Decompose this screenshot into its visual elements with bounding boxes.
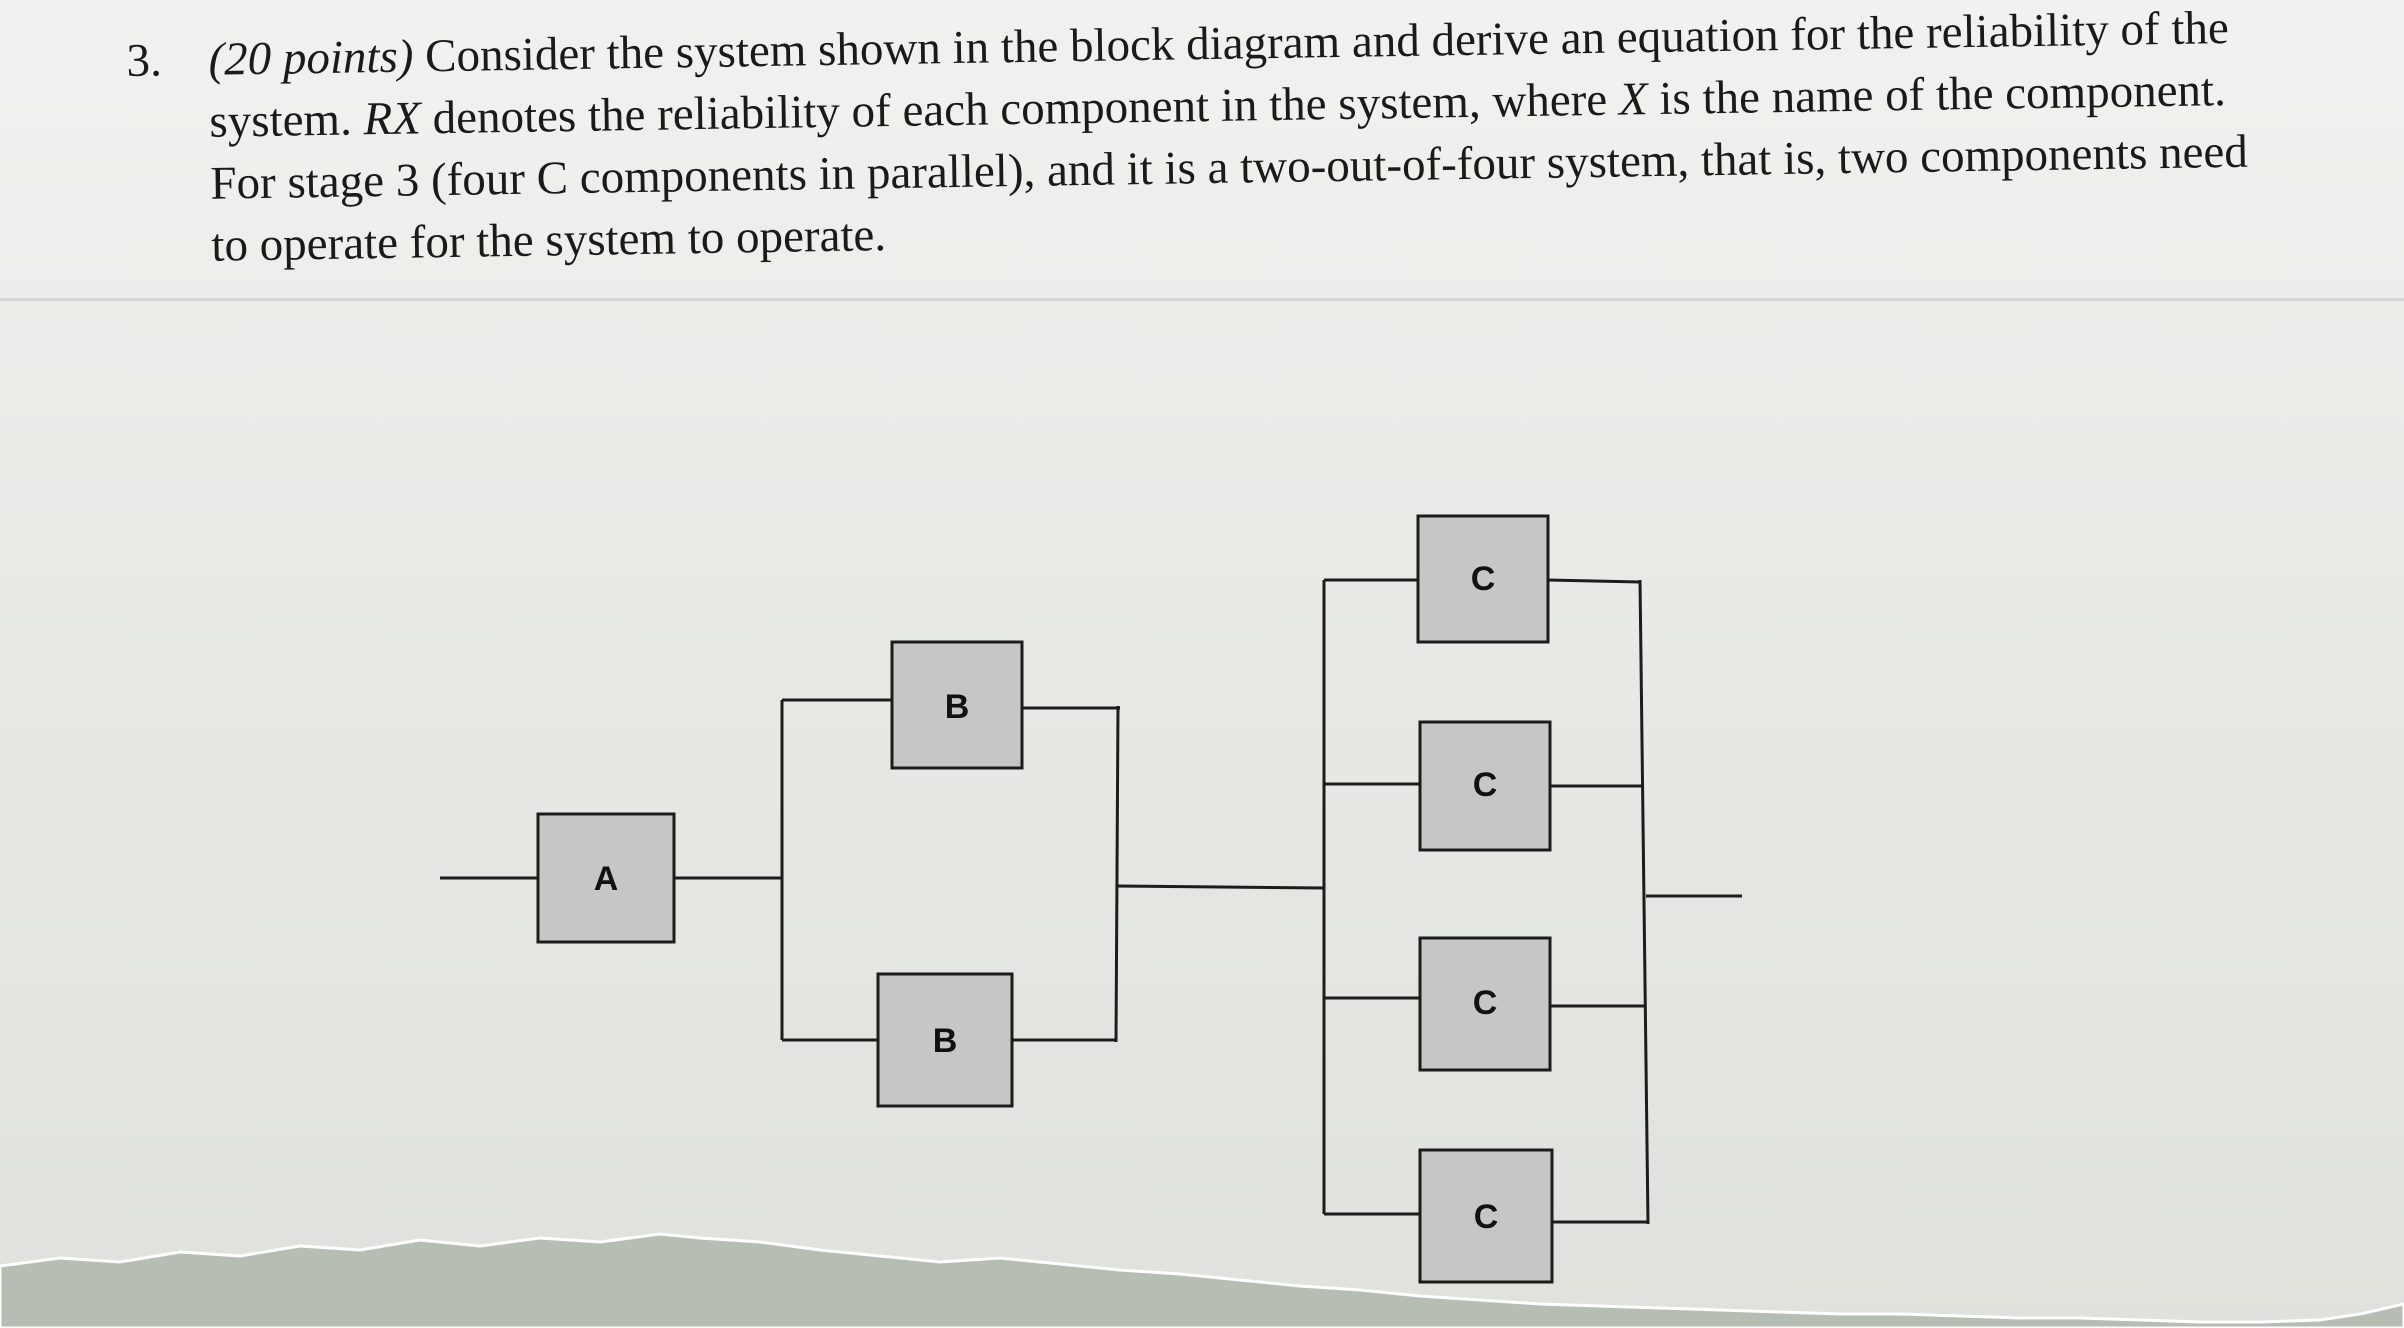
- block-b-top-label: B: [945, 688, 970, 726]
- block-c-4-label: C: [1474, 1198, 1499, 1236]
- wire-stage2-to-stage3: [1115, 884, 1325, 890]
- block-c-2-label: C: [1473, 766, 1498, 804]
- block-b-bottom-label: B: [933, 1022, 958, 1060]
- wire-stage2-right-bus: [1114, 705, 1120, 1043]
- diagram-wires: [440, 578, 1742, 1225]
- wire-stage3-right-bus: [1638, 579, 1650, 1225]
- block-c-3: C: [1418, 936, 1552, 1072]
- block-c-1: C: [1416, 514, 1550, 644]
- block-b-bottom: B: [876, 972, 1014, 1108]
- block-c-4: C: [1418, 1148, 1554, 1284]
- block-a: A: [536, 812, 676, 944]
- wire-c1-out: [1547, 578, 1641, 584]
- block-c-3-label: C: [1473, 984, 1498, 1022]
- paper-fold-line: [0, 298, 2404, 301]
- block-c-2: C: [1418, 720, 1552, 852]
- block-c-1-label: C: [1471, 560, 1496, 598]
- block-a-label: A: [594, 860, 619, 898]
- block-b-top: B: [890, 640, 1024, 770]
